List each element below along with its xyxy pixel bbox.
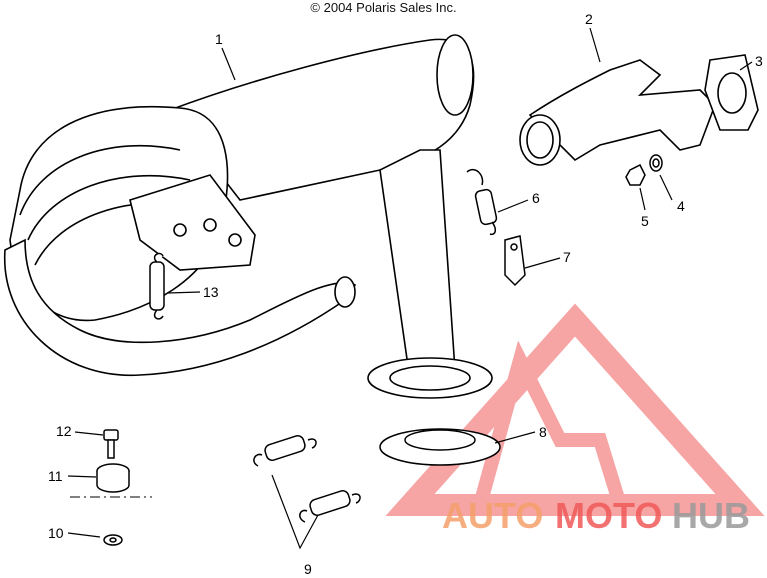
callout-7: 7 bbox=[563, 249, 571, 265]
callout-9: 9 bbox=[304, 561, 312, 577]
callout-11: 11 bbox=[48, 468, 63, 484]
callout-13: 13 bbox=[203, 284, 219, 300]
callout-labels: 1 2 3 4 5 6 7 8 9 10 11 12 13 bbox=[48, 11, 763, 577]
callout-2: 2 bbox=[585, 11, 593, 27]
exhaust-manifold bbox=[519, 59, 716, 166]
bushing bbox=[96, 463, 130, 493]
watermark-moto: MOTO bbox=[555, 495, 662, 536]
gasket bbox=[704, 54, 759, 131]
bolt bbox=[103, 429, 119, 459]
spring-small bbox=[149, 252, 165, 320]
callout-1: 1 bbox=[215, 31, 223, 47]
grommet bbox=[379, 428, 501, 466]
watermark-hub: HUB bbox=[672, 495, 750, 536]
washer-small bbox=[103, 534, 123, 546]
callout-10: 10 bbox=[48, 525, 64, 541]
leader-lines bbox=[67, 27, 753, 550]
tab-bracket bbox=[504, 235, 526, 287]
spring-pair bbox=[253, 435, 361, 523]
callout-6: 6 bbox=[532, 190, 540, 206]
callout-4: 4 bbox=[677, 198, 685, 214]
nut bbox=[625, 163, 646, 186]
callout-8: 8 bbox=[539, 424, 547, 440]
callout-3: 3 bbox=[755, 53, 763, 69]
muffler-silencer bbox=[4, 34, 493, 399]
spring bbox=[466, 168, 498, 236]
watermark-logo bbox=[385, 303, 765, 516]
washer bbox=[649, 154, 663, 172]
watermark-text: AUTO MOTO HUB bbox=[442, 495, 750, 536]
callout-12: 12 bbox=[56, 423, 72, 439]
copyright-notice: © 2004 Polaris Sales Inc. bbox=[310, 0, 457, 15]
callout-5: 5 bbox=[641, 213, 649, 229]
watermark-auto: AUTO bbox=[442, 495, 543, 536]
